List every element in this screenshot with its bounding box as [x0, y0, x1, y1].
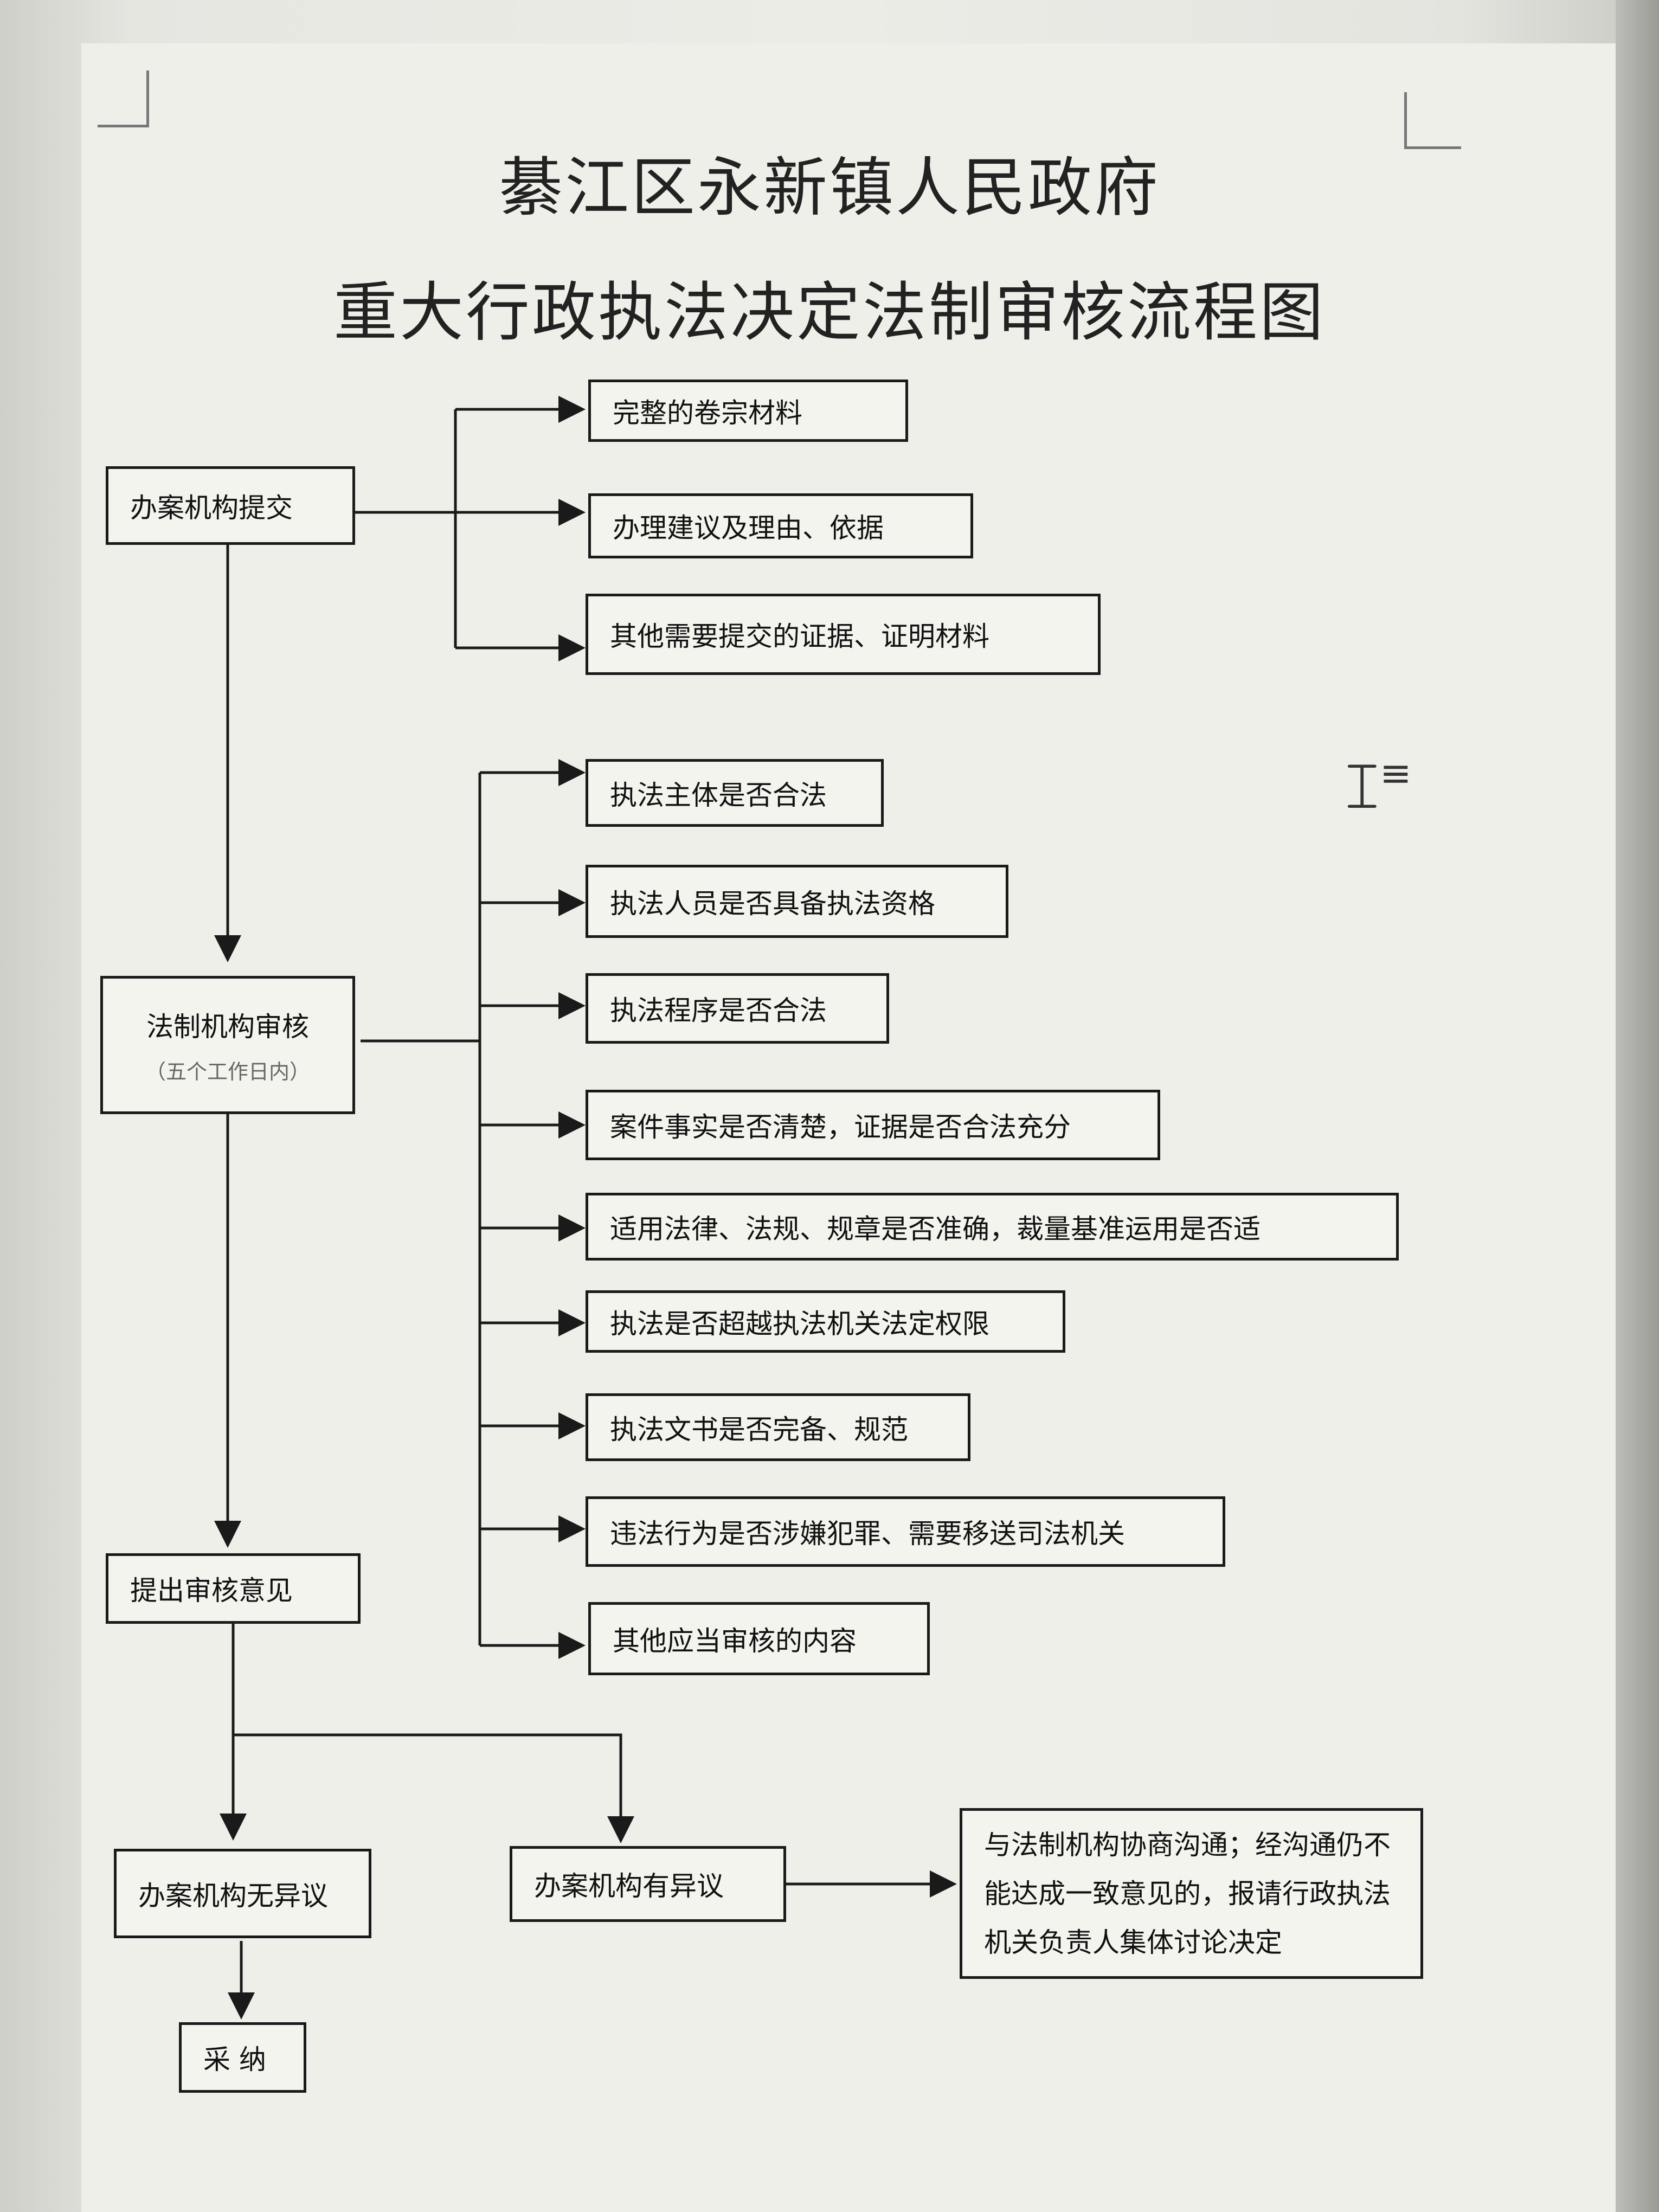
- review-item: 违法行为是否涉嫌犯罪、需要移送司法机关: [586, 1496, 1225, 1567]
- submit-item: 其他需要提交的证据、证明材料: [586, 594, 1101, 675]
- review-label: 法制机构审核: [146, 1011, 309, 1043]
- crop-mark-top-left: [98, 70, 149, 127]
- review-item: 执法主体是否合法: [586, 759, 884, 827]
- page-title-line2: 重大行政执法决定法制审核流程图: [333, 275, 1326, 350]
- opinion-label: 提出审核意见: [130, 1575, 293, 1606]
- review-item: 案件事实是否清楚，证据是否合法充分: [586, 1090, 1160, 1160]
- review-item: 执法文书是否完备、规范: [586, 1393, 970, 1461]
- submit-item: 完整的卷宗材料: [588, 380, 908, 442]
- submit-item: 办理建议及理由、依据: [588, 493, 973, 558]
- review-box: 法制机构审核 （五个工作日内）: [100, 976, 355, 1114]
- adopt-label: 采 纳: [203, 2044, 266, 2075]
- opinion-box: 提出审核意见: [106, 1553, 361, 1624]
- page-title-line1: 綦江区永新镇人民政府: [498, 150, 1160, 225]
- review-item: 执法程序是否合法: [586, 973, 889, 1044]
- negotiate-box: 与法制机构协商沟通；经沟通仍不能达成一致意见的，报请行政执法机关负责人集体讨论决…: [960, 1808, 1423, 1979]
- monitor-edge: [1616, 0, 1659, 2212]
- objection-label: 办案机构有异议: [534, 1870, 724, 1902]
- review-item: 执法是否超越执法机关法定权限: [586, 1290, 1065, 1353]
- submit-label: 办案机构提交: [130, 492, 293, 524]
- review-item: 其他应当审核的内容: [588, 1602, 930, 1675]
- negotiate-label: 与法制机构协商沟通；经沟通仍不能达成一致意见的，报请行政执法机关负责人集体讨论决…: [984, 1829, 1391, 1958]
- review-item: 执法人员是否具备执法资格: [586, 865, 1008, 938]
- adopt-box: 采 纳: [179, 2022, 306, 2093]
- paragraph-align-icon: ≡: [1380, 751, 1412, 795]
- submit-box: 办案机构提交: [106, 466, 355, 545]
- no-objection-box: 办案机构无异议: [114, 1849, 371, 1938]
- review-note: （五个工作日内）: [145, 1060, 310, 1084]
- review-item: 适用法律、法规、规章是否准确，裁量基准运用是否适: [586, 1193, 1399, 1261]
- crop-mark-top-right: [1404, 92, 1461, 149]
- no-objection-label: 办案机构无异议: [138, 1880, 328, 1912]
- objection-box: 办案机构有异议: [510, 1846, 786, 1922]
- text-cursor-icon: 𝙸: [1339, 748, 1385, 824]
